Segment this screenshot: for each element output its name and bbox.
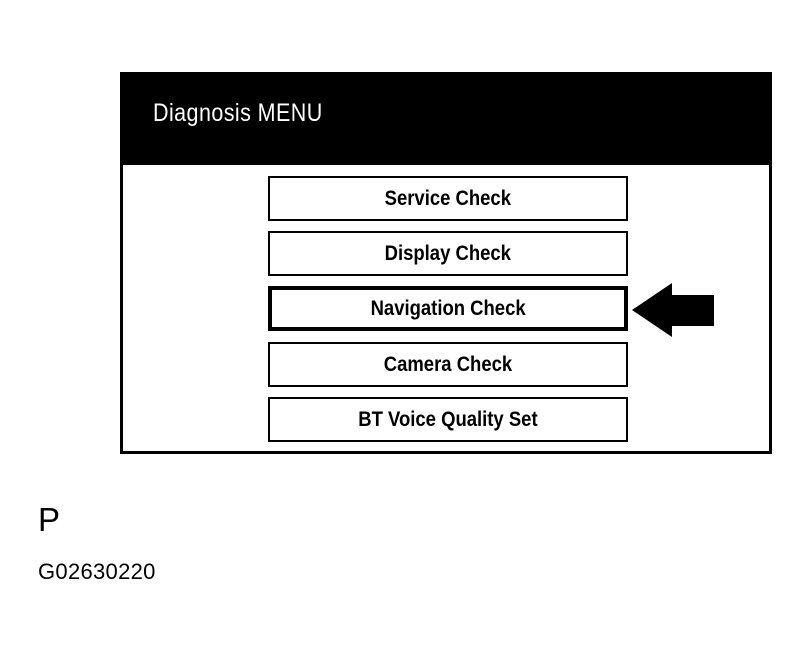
figure-code: G02630220: [38, 559, 156, 584]
menu-item-label: BT Voice Quality Set: [358, 408, 538, 431]
menu-item-service-check[interactable]: Service Check: [268, 176, 628, 221]
screen-header-bar: Diagnosis MENU: [123, 75, 769, 165]
menu-item-camera-check[interactable]: Camera Check: [268, 342, 628, 387]
caption-letter: P: [38, 501, 61, 538]
head-unit-screen: Diagnosis MENU Service Check Display Che…: [120, 72, 772, 454]
menu-item-label: Display Check: [384, 242, 512, 265]
menu-item-display-check[interactable]: Display Check: [268, 231, 628, 276]
page-title: Diagnosis MENU: [153, 99, 323, 127]
arrow-left-icon: [632, 281, 714, 339]
menu-item-label: Navigation Check: [370, 297, 526, 320]
menu-item-label: Camera Check: [383, 353, 513, 376]
diagnosis-menu-list: Service Check Display Check Navigation C…: [123, 165, 769, 451]
menu-item-bt-voice-quality-set[interactable]: BT Voice Quality Set: [268, 397, 628, 442]
menu-item-navigation-check[interactable]: Navigation Check: [268, 286, 628, 331]
menu-item-label: Service Check: [384, 187, 512, 210]
